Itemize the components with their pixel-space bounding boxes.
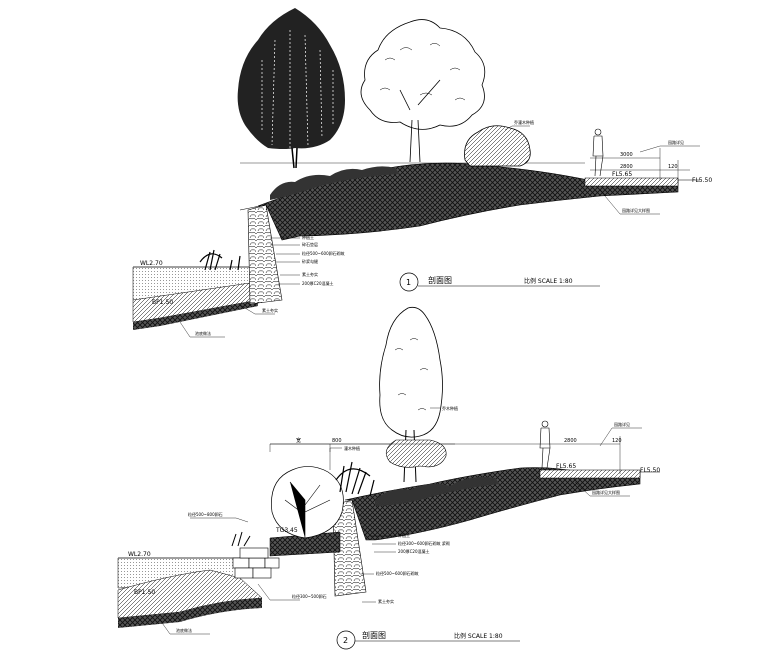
- dimension-3000: 3000: [620, 152, 633, 158]
- callout-left-note-2: 粒径300~500卵石: [292, 593, 327, 599]
- person-figure-1: [592, 128, 604, 177]
- dimension-2800: 2800: [620, 164, 633, 170]
- stone-wall-2: [332, 499, 367, 597]
- round-tree-2: [271, 466, 344, 539]
- section-scale-1: 比例 SCALE 1:80: [524, 277, 573, 285]
- ground-cover-2: [375, 477, 500, 506]
- dimension-width-label: 宽: [296, 437, 301, 444]
- callout-layer3-1: 粒径500~600卵石砌筑: [302, 250, 345, 256]
- callout-shrub-2: 灌木种植: [344, 445, 360, 451]
- dimension-120-2: 120: [612, 438, 622, 444]
- section-number-2: 2: [343, 636, 348, 645]
- dimension-2800-2: 2800: [564, 438, 577, 444]
- callout-layer2-2: 粒径300~600卵石砌筑 浆砌: [398, 540, 450, 546]
- callout-base-1: 200厚C20混凝土: [302, 280, 334, 286]
- mound-2: [344, 467, 641, 541]
- bottom-level-label-2: BP1.50: [134, 589, 155, 596]
- callout-right-note-1: 园路详见大样图: [622, 207, 650, 213]
- section-scale-2: 比例 SCALE 1:80: [454, 632, 503, 640]
- callout-path-2: 园路详见: [614, 421, 630, 427]
- callout-layer5-1: 素土夯实: [302, 271, 318, 277]
- callout-bottom-note-1: 素土夯实: [262, 307, 278, 313]
- section-title-1: 剖面图: [428, 275, 452, 285]
- section-1: 3000 2800 120 WL2.70 BP1.50 FL5.65 FL5.5…: [132, 8, 712, 338]
- aquatic-plant-1: [199, 249, 241, 271]
- floor-level-right-2: FL5.50: [640, 467, 660, 474]
- section-title-2: 剖面图: [362, 630, 386, 640]
- bottom-level-label-1: BP1.50: [152, 299, 173, 306]
- callout-path-1: 园路详见: [668, 139, 684, 145]
- callout-layer3-2: 200厚C20混凝土: [398, 548, 430, 554]
- grass-plants-2: [335, 461, 375, 497]
- stone-wall-1: [247, 204, 283, 305]
- water-level-label-1: WL2.70: [140, 260, 163, 267]
- callout-layer1-2: 种植土: [398, 532, 410, 538]
- section-number-badge-2: [336, 630, 356, 650]
- callout-pond-note-1: 池底做法: [195, 330, 211, 336]
- callout-shrub-1: 乔灌木种植: [514, 119, 534, 125]
- callout-left-note-1: 粒径500~800卵石: [188, 511, 223, 517]
- section-2: 宽 800 2800 120 WL2.70 BP1.50 TG3.45 FL5.…: [117, 306, 660, 650]
- callout-tree-2: 乔木种植: [442, 405, 458, 411]
- willow-tree-1: [237, 8, 345, 169]
- rock-pile-2: [232, 547, 280, 579]
- section-number-badge-1: [399, 272, 419, 292]
- shrub-1: [464, 125, 531, 167]
- columnar-tree-2: [379, 306, 447, 483]
- callout-layer2-1: 碎石垫层: [302, 241, 318, 247]
- water-level-label-2: WL2.70: [128, 551, 151, 558]
- floor-level-left-2: FL5.65: [556, 463, 576, 470]
- floor-level-left-1: FL5.65: [612, 171, 632, 178]
- callout-base-2: 素土夯实: [378, 598, 394, 604]
- callout-bottom-note-2: 池底做法: [176, 627, 192, 633]
- callout-layer4-1: 砂浆勾缝: [302, 258, 318, 264]
- deciduous-tree-1: [360, 19, 486, 163]
- section-number-1: 1: [406, 278, 411, 287]
- callout-stone-2: 粒径500~600卵石砌筑: [376, 570, 419, 576]
- dimension-800: 800: [332, 438, 342, 444]
- callout-right-note-2: 园路详见大样图: [592, 489, 620, 495]
- floor-level-right-1: FL5.50: [692, 177, 712, 184]
- ground-cover-1: [270, 166, 400, 200]
- dimension-120: 120: [668, 164, 678, 170]
- callout-layer1-1: 种植土: [302, 234, 314, 240]
- top-level-label-2: TG3.45: [275, 527, 298, 534]
- person-figure-2: [539, 420, 551, 469]
